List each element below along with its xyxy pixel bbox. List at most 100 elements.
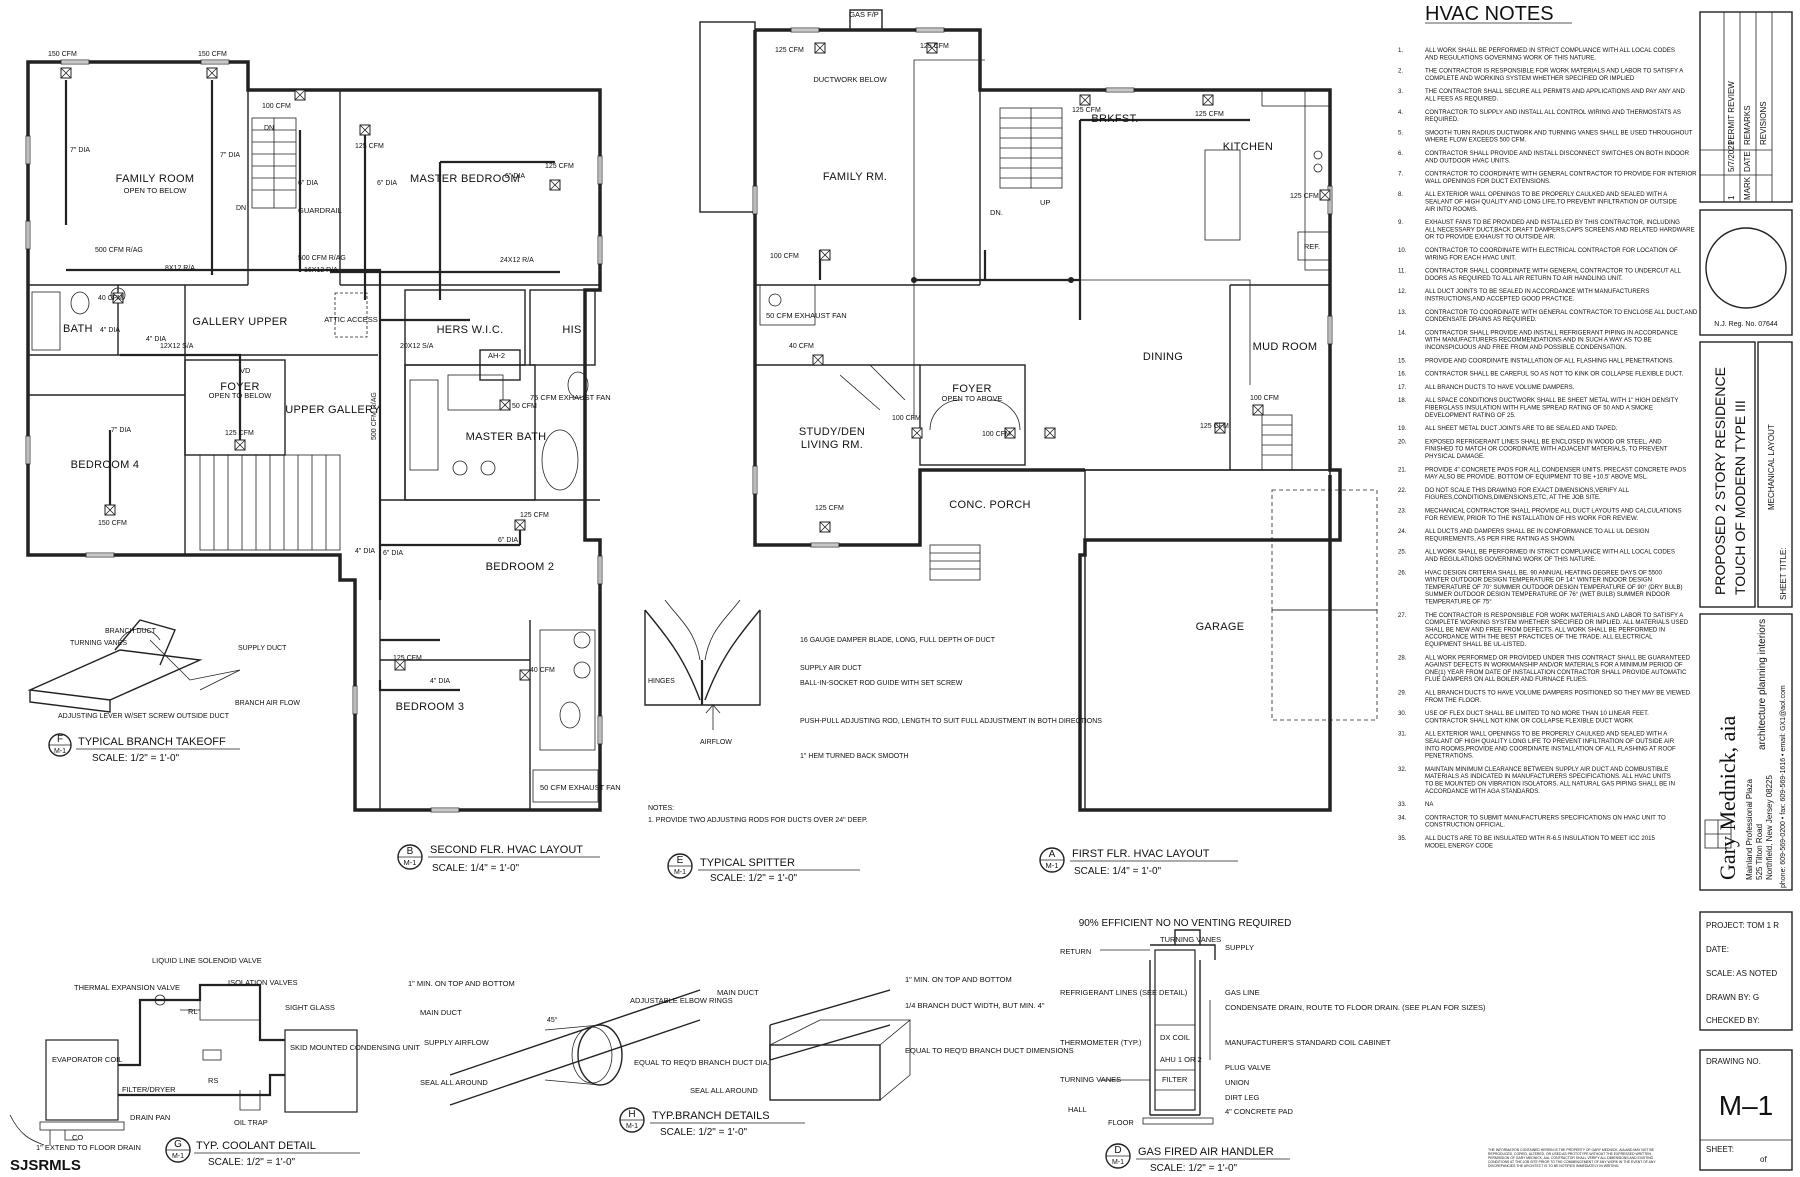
note-text: MECHANICAL CONTRACTOR SHALL PROVIDE ALL … [1425, 508, 1682, 522]
legal-disclaimer: THE INFORMATION CONTAINED HEREIN IS THE … [1488, 1148, 1656, 1168]
note-number: 27. [1398, 612, 1407, 619]
first-floor-plan: GAS F/P DUCTWORK BELOW FAMILY RM. BRKFST… [699, 9, 1378, 877]
note-text: CONTRACTOR SHALL PROVIDE AND INSTALL REF… [1425, 329, 1678, 351]
duct-label: 100 CFM [982, 431, 1011, 438]
label-ah2: AH-2 [488, 351, 505, 360]
architect-address-2: 525 Tilton Road [1755, 824, 1764, 880]
duct-label: 50 CFM [512, 403, 537, 410]
duct-label: 125 CFM [1072, 107, 1101, 114]
sheet-of: of [1760, 1155, 1767, 1164]
duct-label: 40 CFM [789, 343, 814, 350]
note-number: 15. [1398, 357, 1407, 364]
drawing-number: M–1 [1719, 1090, 1773, 1121]
duct-label: 7" DIA [111, 427, 131, 434]
architect-name: Gary Mednick, aia [1715, 715, 1740, 880]
note-number: 2. [1398, 68, 1403, 75]
room-gallery-upper: GALLERY UPPER [192, 316, 287, 328]
note-text: ALL WORK SHALL BE PERFORMED IN STRICT CO… [1425, 549, 1675, 563]
room-kitchen: KITCHEN [1223, 141, 1273, 153]
coolant-filter: FILTER/DRYER [122, 1085, 176, 1094]
note-text: ALL EXTERIOR WALL OPENINGS TO BE PROPERL… [1425, 731, 1676, 760]
note-number: 29. [1398, 690, 1407, 697]
coolant-sight-glass: SIGHT GLASS [285, 1003, 335, 1012]
room-bath: BATH [63, 323, 93, 335]
caption-b-scale: SCALE: 1/4" = 1'-0" [432, 863, 520, 874]
branch-quarter: 1/4 BRANCH DUCT WIDTH, BUT MIN. 4" [905, 1001, 1045, 1010]
note-text: ALL DUCT JOINTS TO BE SEALED IN ACCORDAN… [1425, 288, 1649, 302]
note-number: 10. [1398, 247, 1407, 254]
note-text: USE OF FLEX DUCT SHALL BE LIMITED TO NO … [1425, 710, 1649, 724]
ah-plug: PLUG VALVE [1225, 1063, 1271, 1072]
room-family-room: FAMILY ROOM [116, 173, 195, 185]
note-number: 26. [1398, 569, 1407, 576]
note-text: CONTRACTOR TO COORDINATE WITH GENERAL CO… [1425, 309, 1698, 323]
ah-dirt: DIRT LEG [1225, 1093, 1259, 1102]
reg-number: N.J. Reg. No. 07644 [1714, 321, 1778, 328]
room-bedroom-2: BEDROOM 2 [486, 561, 555, 573]
note-number: 8. [1398, 191, 1403, 198]
note-text: ALL BRANCH DUCTS TO HAVE VOLUME DAMPERS. [1425, 384, 1575, 391]
caption-e-letter: E [677, 855, 684, 866]
splitter-note-1: 1. PROVIDE TWO ADJUSTING RODS FOR DUCTS … [648, 817, 868, 824]
coolant-rl: RL [188, 1007, 198, 1016]
duct-label: 8X12 R/A [165, 265, 195, 272]
room-master-bedroom: MASTER BEDROOM [410, 173, 520, 185]
note-number: 22. [1398, 487, 1407, 494]
branch-deg: 45° [547, 1016, 558, 1024]
takeoff-label: SUPPLY DUCT [238, 645, 287, 652]
note-text: PROVIDE AND COORDINATE INSTALLATION OF A… [1425, 357, 1674, 364]
duct-label: 16X12 R/A [304, 267, 338, 274]
label-dn: DN. [990, 208, 1003, 217]
note-number: 1. [1398, 47, 1403, 54]
splitter-label: AIRFLOW [700, 739, 732, 746]
caption-b-title: SECOND FLR. HVAC LAYOUT [430, 844, 583, 856]
note-text: THE CONTRACTOR IS RESPONSIBLE FOR WORK M… [1425, 612, 1689, 648]
duct-label: 6" DIA [377, 180, 397, 187]
caption-g-scale: SCALE: 1/2" = 1'-0" [208, 1157, 296, 1168]
duct-label: 125 CFM [815, 505, 844, 512]
duct-label: 125 CFM [1290, 193, 1319, 200]
notes-heading: HVAC NOTES [1425, 3, 1554, 25]
room-foyer: FOYER [952, 383, 991, 395]
room-brkfst: BRKFST. [1091, 113, 1138, 125]
note-number: 11. [1398, 268, 1406, 275]
note-text: CONTRACTOR SHALL PROVIDE AND INSTALL DIS… [1425, 150, 1690, 164]
room-mud-room: MUD ROOM [1253, 341, 1318, 353]
drawing-no-label: DRAWING NO. [1706, 1057, 1761, 1066]
note-number: 12. [1398, 288, 1407, 295]
duct-label: 40 CFM [530, 667, 555, 674]
watermark: SJSRMLS [10, 1157, 81, 1174]
duct-label: 4" DIA [355, 548, 375, 555]
coolant-co: CO [72, 1133, 83, 1142]
duct-label: 100 CFM [262, 103, 291, 110]
detail-branch-details: 1" MIN. ON TOP AND BOTTOM MAIN DUCT ADJU… [408, 975, 1074, 1138]
note-number: 24. [1398, 528, 1407, 535]
duct-label: 7" DIA [70, 147, 90, 154]
ah-refrig: REFRIGERANT LINES (SEE DETAIL) [1060, 988, 1188, 997]
caption-d-scale: SCALE: 1/2" = 1'-0" [1150, 1163, 1238, 1174]
note-number: 14. [1398, 329, 1407, 336]
ah-mfr: MANUFACTURER'S STANDARD COIL CABINET [1225, 1038, 1391, 1047]
duct-label: DN [264, 125, 274, 132]
caption-f-letter: F [57, 734, 63, 745]
note-number: 28. [1398, 654, 1407, 661]
note-text: ALL DUCTS AND DAMPERS SHALL BE IN CONFOR… [1425, 528, 1649, 542]
note-text: ALL SPACE CONDITIONS DUCTWORK SHALL BE S… [1425, 397, 1678, 419]
room-master-bath: MASTER BATH [466, 431, 547, 443]
coolant-isolation: ISOLATION VALVES [228, 978, 298, 987]
note-text: CONTRACTOR TO SUPPLY AND INSTALL ALL CON… [1425, 109, 1681, 123]
note-number: 20. [1398, 438, 1407, 445]
revision-h-mark: MARK [1743, 176, 1752, 200]
splitter-label: 1" HEM TURNED BACK SMOOTH [800, 753, 909, 760]
sheet-title: MECHANICAL LAYOUT [1767, 424, 1776, 510]
note-text: CONTRACTOR SHALL BE CAREFUL SO AS NOT TO… [1425, 371, 1683, 378]
room-porch: CONC. PORCH [949, 499, 1031, 511]
duct-label: 6" DIA [498, 537, 518, 544]
detail-splitter: 16 GAUGE DAMPER BLADE, LONG, FULL DEPTH … [644, 599, 1102, 884]
branch-main-duct-2: MAIN DUCT [717, 988, 759, 997]
detail-branch-takeoff: BRANCH DUCT TURNING VANES SUPPLY DUCT BR… [27, 619, 300, 764]
duct-label: 125 CFM [1195, 111, 1224, 118]
note-text: ALL EXTERIOR WALL OPENINGS TO BE PROPERL… [1425, 191, 1677, 213]
caption-d-sheet: M-1 [1112, 1159, 1124, 1166]
